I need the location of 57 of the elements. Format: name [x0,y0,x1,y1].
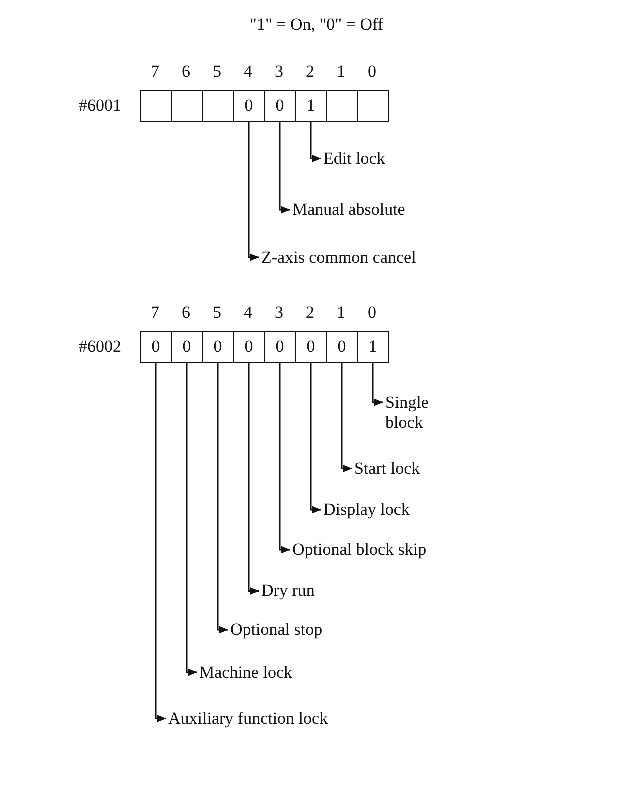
bit-number: 0 [368,303,376,324]
function-label: Start lock [354,458,420,479]
leader-line [279,122,290,214]
register-bit-cell: 0 [295,331,327,364]
register-bit-cell: 0 [326,331,358,364]
bit-number: 5 [213,62,222,82]
function-label: Single block [386,392,438,432]
bit-number: 6 [182,62,190,82]
bit-number: 3 [275,62,284,82]
bit-number: 2 [306,62,314,82]
register-bit-cell: 0 [202,331,234,364]
register-bit-cell: 0 [264,331,296,364]
register-bit-cell: 0 [233,331,265,364]
register-bit-cell [326,90,358,122]
function-label: Z-axis common cancel [262,248,416,268]
register-bit-cell: 0 [171,331,203,364]
bit-number: 7 [151,62,160,82]
bit-number: 7 [151,303,160,324]
function-label: Optional block skip [292,540,427,560]
bit-number: 4 [244,62,252,82]
bit-number: 6 [182,303,190,324]
bit-number: 0 [368,62,376,82]
register-bit-cell: 1 [357,331,389,364]
leader-line [248,122,260,262]
bit-number: 1 [337,303,346,324]
leader-line [186,363,198,676]
register-address: #6002 [79,337,122,358]
function-label: Edit lock [324,148,386,169]
register-bit-cell [140,90,172,122]
leader-line [155,363,166,722]
leader-line [341,363,352,472]
function-label: Display lock [324,500,410,520]
bit-number: 4 [244,303,252,324]
leader-line [310,363,322,514]
leader-line [279,363,290,554]
leader-line [372,363,384,406]
bit-number: 1 [337,62,346,82]
bit-number: 2 [306,303,314,324]
leader-line [310,122,322,162]
function-label: Auxiliary function lock [168,708,328,729]
register-bit-cell [171,90,203,122]
register-bit-cell: 0 [264,90,296,122]
function-label: Machine lock [200,662,292,682]
register-bit-cell [202,90,234,122]
register-bit-cell: 0 [140,331,172,364]
register-address: #6001 [79,96,122,116]
function-label: Manual absolute [292,200,406,220]
register-bit-cell: 0 [233,90,265,122]
leader-line [248,363,260,595]
bit-number: 3 [275,303,284,324]
function-label: Optional stop [230,620,323,640]
leader-line [217,363,228,634]
register-bit-cell: 1 [295,90,327,122]
function-label: Dry run [262,581,315,602]
bit-number: 5 [213,303,222,324]
legend-note: "1" = On, "0" = Off [250,15,384,35]
register-bit-cell [357,90,389,122]
